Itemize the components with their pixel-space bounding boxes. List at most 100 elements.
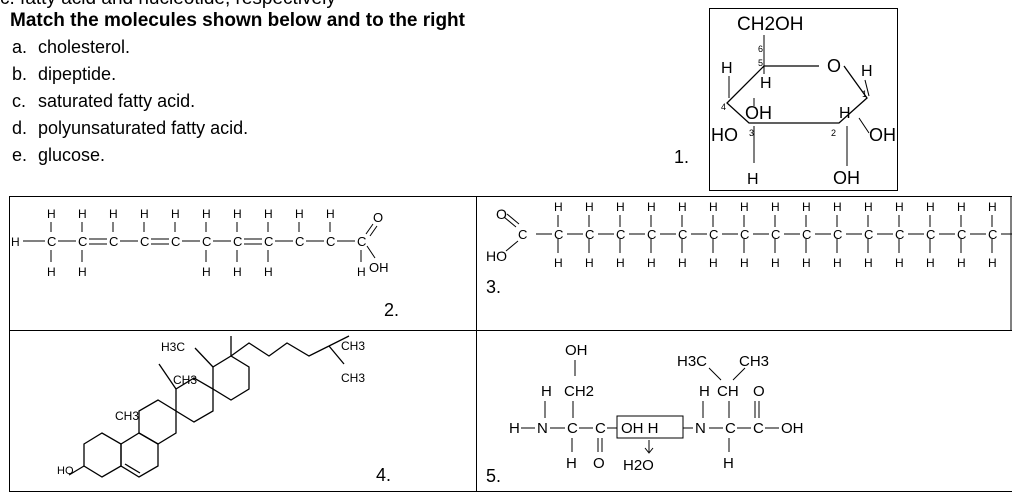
hydrogen-atom: H (802, 256, 811, 270)
hydrogen-atom: H (554, 200, 563, 214)
hydrogen-atom: H (109, 207, 118, 221)
hydrogen-atom: H (47, 265, 56, 279)
svg-text:N: N (695, 420, 706, 437)
carbon-atom: C (47, 234, 56, 249)
carbon-atom: C (554, 227, 563, 242)
svg-text:OH: OH (869, 125, 896, 145)
hydrogen-atom: H (988, 256, 997, 270)
hydrogen-atom: H (709, 200, 718, 214)
hydrogen-atom: H (771, 200, 780, 214)
hydrogen-atom: H (171, 207, 180, 221)
option-e: e.glucose. (12, 145, 106, 165)
svg-text:CH3: CH3 (341, 339, 365, 353)
svg-text:OH: OH (745, 103, 772, 123)
carbon-atom: C (326, 234, 335, 249)
svg-text:H: H (541, 383, 552, 400)
cholesterol-ho: HO (57, 465, 74, 477)
carbon-atom: C (295, 234, 304, 249)
hydrogen-atom: H (233, 265, 242, 279)
svg-text:OH: OH (833, 168, 860, 188)
question-title: Match the molecules shown below and to t… (10, 10, 465, 31)
hydrogen-atom: H (647, 200, 656, 214)
svg-text:H2O: H2O (623, 457, 654, 474)
hydrogen-atom: H (140, 207, 149, 221)
carbon-atom: C (647, 227, 656, 242)
hydrogen-atom: H (709, 256, 718, 270)
molecule-5-dipeptide: OH H CH2 H N C C OH H N C C OH H O H2O H… (509, 342, 804, 474)
carbon-atom: C (78, 234, 87, 249)
bond-line (366, 245, 376, 259)
svg-text:O: O (753, 383, 765, 400)
carbon-atom: C (171, 234, 180, 249)
hydrogen-atom: H (554, 256, 563, 270)
carbon-atom: C (833, 227, 842, 242)
option-b: b.dipeptide. (12, 64, 117, 84)
svg-text:H: H (861, 63, 873, 80)
svg-text:H3C: H3C (161, 340, 185, 354)
hydrogen-atom: H (864, 256, 873, 270)
hydrogen-atom: H (678, 256, 687, 270)
hydrogen-atom: H (357, 265, 366, 279)
molecule-3-number: 3. (486, 277, 502, 297)
hydrogen-atom: H (47, 207, 56, 221)
carbon-atom: C (585, 227, 594, 242)
hydrogen-atom: H (585, 200, 594, 214)
carbon-atom: C (895, 227, 904, 242)
hydrogen-atom: H (326, 207, 335, 221)
hydrogen-atom: H (678, 200, 687, 214)
hydrogen-atom: H (78, 265, 87, 279)
carbon-atom: C (926, 227, 935, 242)
hydrogen-atom: H (740, 256, 749, 270)
svg-text:C: C (753, 420, 764, 437)
option-d: d.polyunsaturated fatty acid. (12, 118, 249, 138)
svg-text:C: C (725, 420, 736, 437)
bond-line (369, 225, 378, 237)
hydrogen-atom: H (864, 200, 873, 214)
svg-text:C: C (518, 227, 527, 242)
svg-text:H: H (566, 455, 577, 472)
svg-text:CH3: CH3 (341, 371, 365, 385)
carbon-atom: C (864, 227, 873, 242)
carbon-atom: C (109, 234, 118, 249)
hydrogen-atom: H (926, 256, 935, 270)
hydrogen-atom: H (895, 256, 904, 270)
svg-text:CH: CH (717, 383, 739, 400)
carbon-atom: C (357, 234, 366, 249)
carbon-atom: C (740, 227, 749, 242)
hydrogen-atom: H (264, 265, 273, 279)
hydrogen-atom: H (833, 200, 842, 214)
svg-text:C: C (567, 420, 578, 437)
hydrogen-atom: H (988, 200, 997, 214)
molecule-1-number: 1. (674, 147, 690, 167)
svg-text:CH2: CH2 (564, 383, 594, 400)
svg-text:H: H (721, 60, 733, 77)
ch2oh-label: CH2OH (737, 14, 804, 35)
svg-text:O: O (496, 206, 507, 222)
molecule-5-number: 5. (486, 466, 502, 486)
svg-text:O: O (593, 455, 605, 472)
hydrogen-atom: H (202, 207, 211, 221)
bond-line (365, 223, 374, 235)
molecule-4-number: 4. (376, 465, 392, 485)
svg-text:H: H (699, 383, 710, 400)
hydrogen-atom: H (616, 200, 625, 214)
svg-text:4: 4 (721, 102, 726, 112)
cutoff-text: c. fatty acid and nucleotide, respective… (0, 0, 336, 10)
oxygen-atom: O (373, 210, 383, 225)
carbon-atom: C (140, 234, 149, 249)
hydrogen-atom: H (264, 207, 273, 221)
hydrogen-atom: H (957, 200, 966, 214)
hydrogen-atom: H (740, 200, 749, 214)
svg-text:3: 3 (749, 128, 754, 138)
svg-text:6: 6 (758, 44, 763, 54)
svg-text:H: H (839, 105, 851, 122)
molecule-1-glucose: CH2OH 6 5 O H H 4 OH HO 3 H H 1 H 2 OH O… (709, 8, 898, 191)
svg-text:HO: HO (711, 125, 738, 145)
molecule-2-number: 2. (384, 300, 400, 320)
hydroxyl-label: OH (369, 260, 389, 275)
svg-text:CH3: CH3 (173, 373, 197, 387)
svg-text:2: 2 (831, 128, 836, 138)
hydrogen-atom: H (833, 256, 842, 270)
